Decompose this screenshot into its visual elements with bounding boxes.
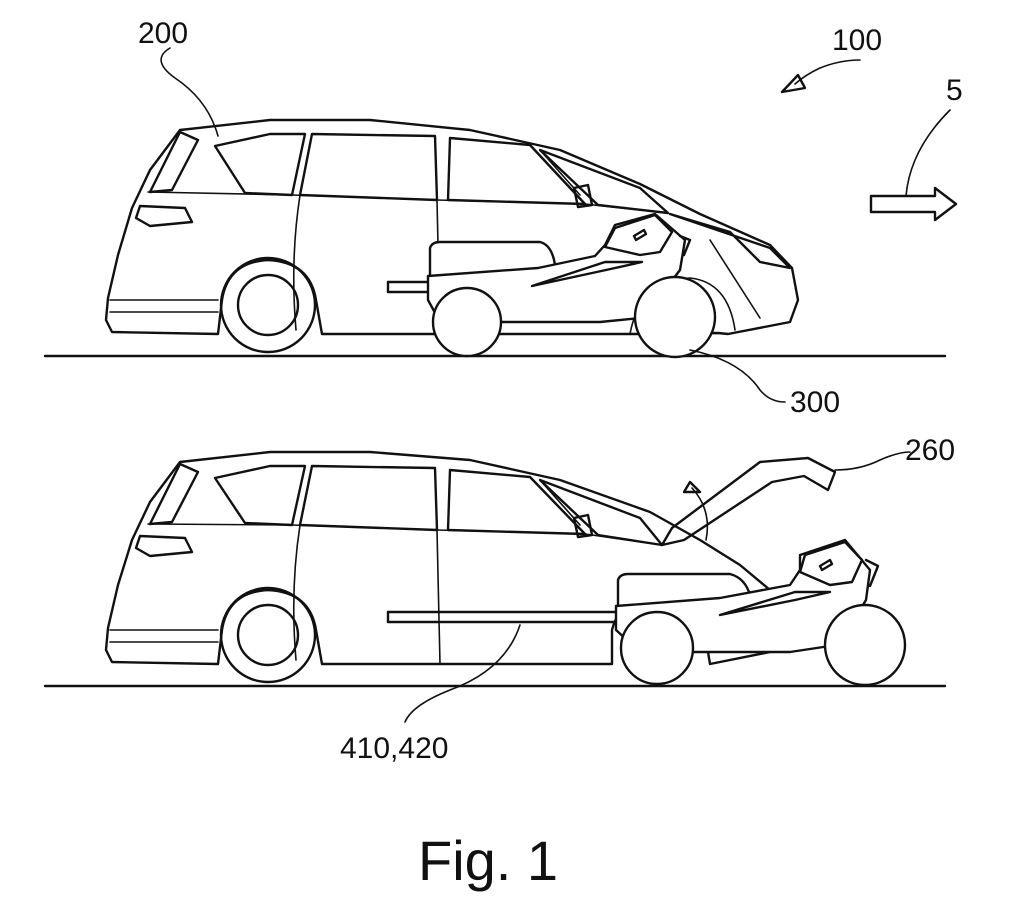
loading-rails bbox=[386, 610, 622, 624]
leader-410-420 bbox=[404, 624, 521, 723]
label-5: 5 bbox=[946, 74, 963, 107]
label-410-420: 410,420 bbox=[340, 732, 448, 765]
vehicle-top bbox=[104, 118, 800, 354]
top-scene: 200 100 5 300 bbox=[43, 17, 963, 419]
leader-200 bbox=[160, 47, 219, 137]
motorcycle-bottom bbox=[614, 538, 907, 687]
label-260: 260 bbox=[905, 434, 955, 467]
vehicle-bottom bbox=[104, 450, 837, 684]
motorcycle-top bbox=[386, 212, 717, 359]
label-100: 100 bbox=[832, 24, 882, 57]
leader-300 bbox=[689, 349, 786, 403]
open-hood bbox=[660, 456, 837, 547]
direction-arrow bbox=[869, 109, 958, 222]
system-arrow bbox=[780, 59, 861, 94]
label-300: 300 bbox=[790, 386, 840, 419]
bottom-scene: 260 410,420 bbox=[43, 434, 955, 765]
figure-caption: Fig. 1 bbox=[418, 829, 558, 892]
leader-260 bbox=[834, 451, 911, 471]
label-200: 200 bbox=[138, 17, 188, 50]
